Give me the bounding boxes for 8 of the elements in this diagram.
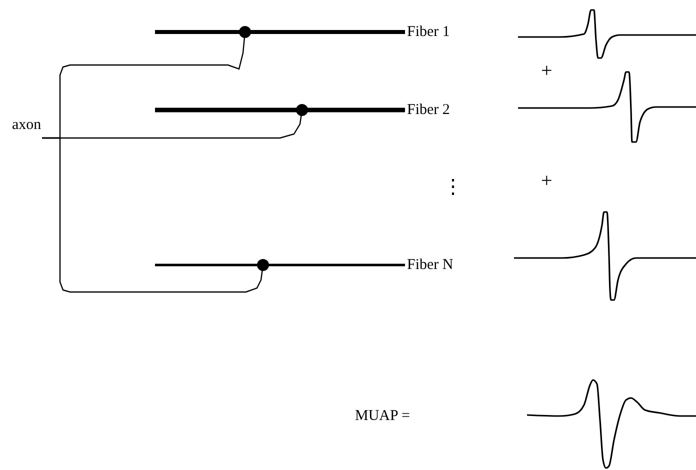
fiber-label: Fiber 1 xyxy=(407,23,471,41)
fiber-label: Fiber N xyxy=(407,256,471,274)
equation-label: MUAP = xyxy=(355,407,410,425)
plus-sign: + xyxy=(541,62,552,80)
ellipsis: ⋮ xyxy=(443,178,463,196)
fiber-label: Fiber 2 xyxy=(407,101,471,119)
axon-label: axon xyxy=(12,116,56,138)
plus-sign: + xyxy=(541,172,552,190)
